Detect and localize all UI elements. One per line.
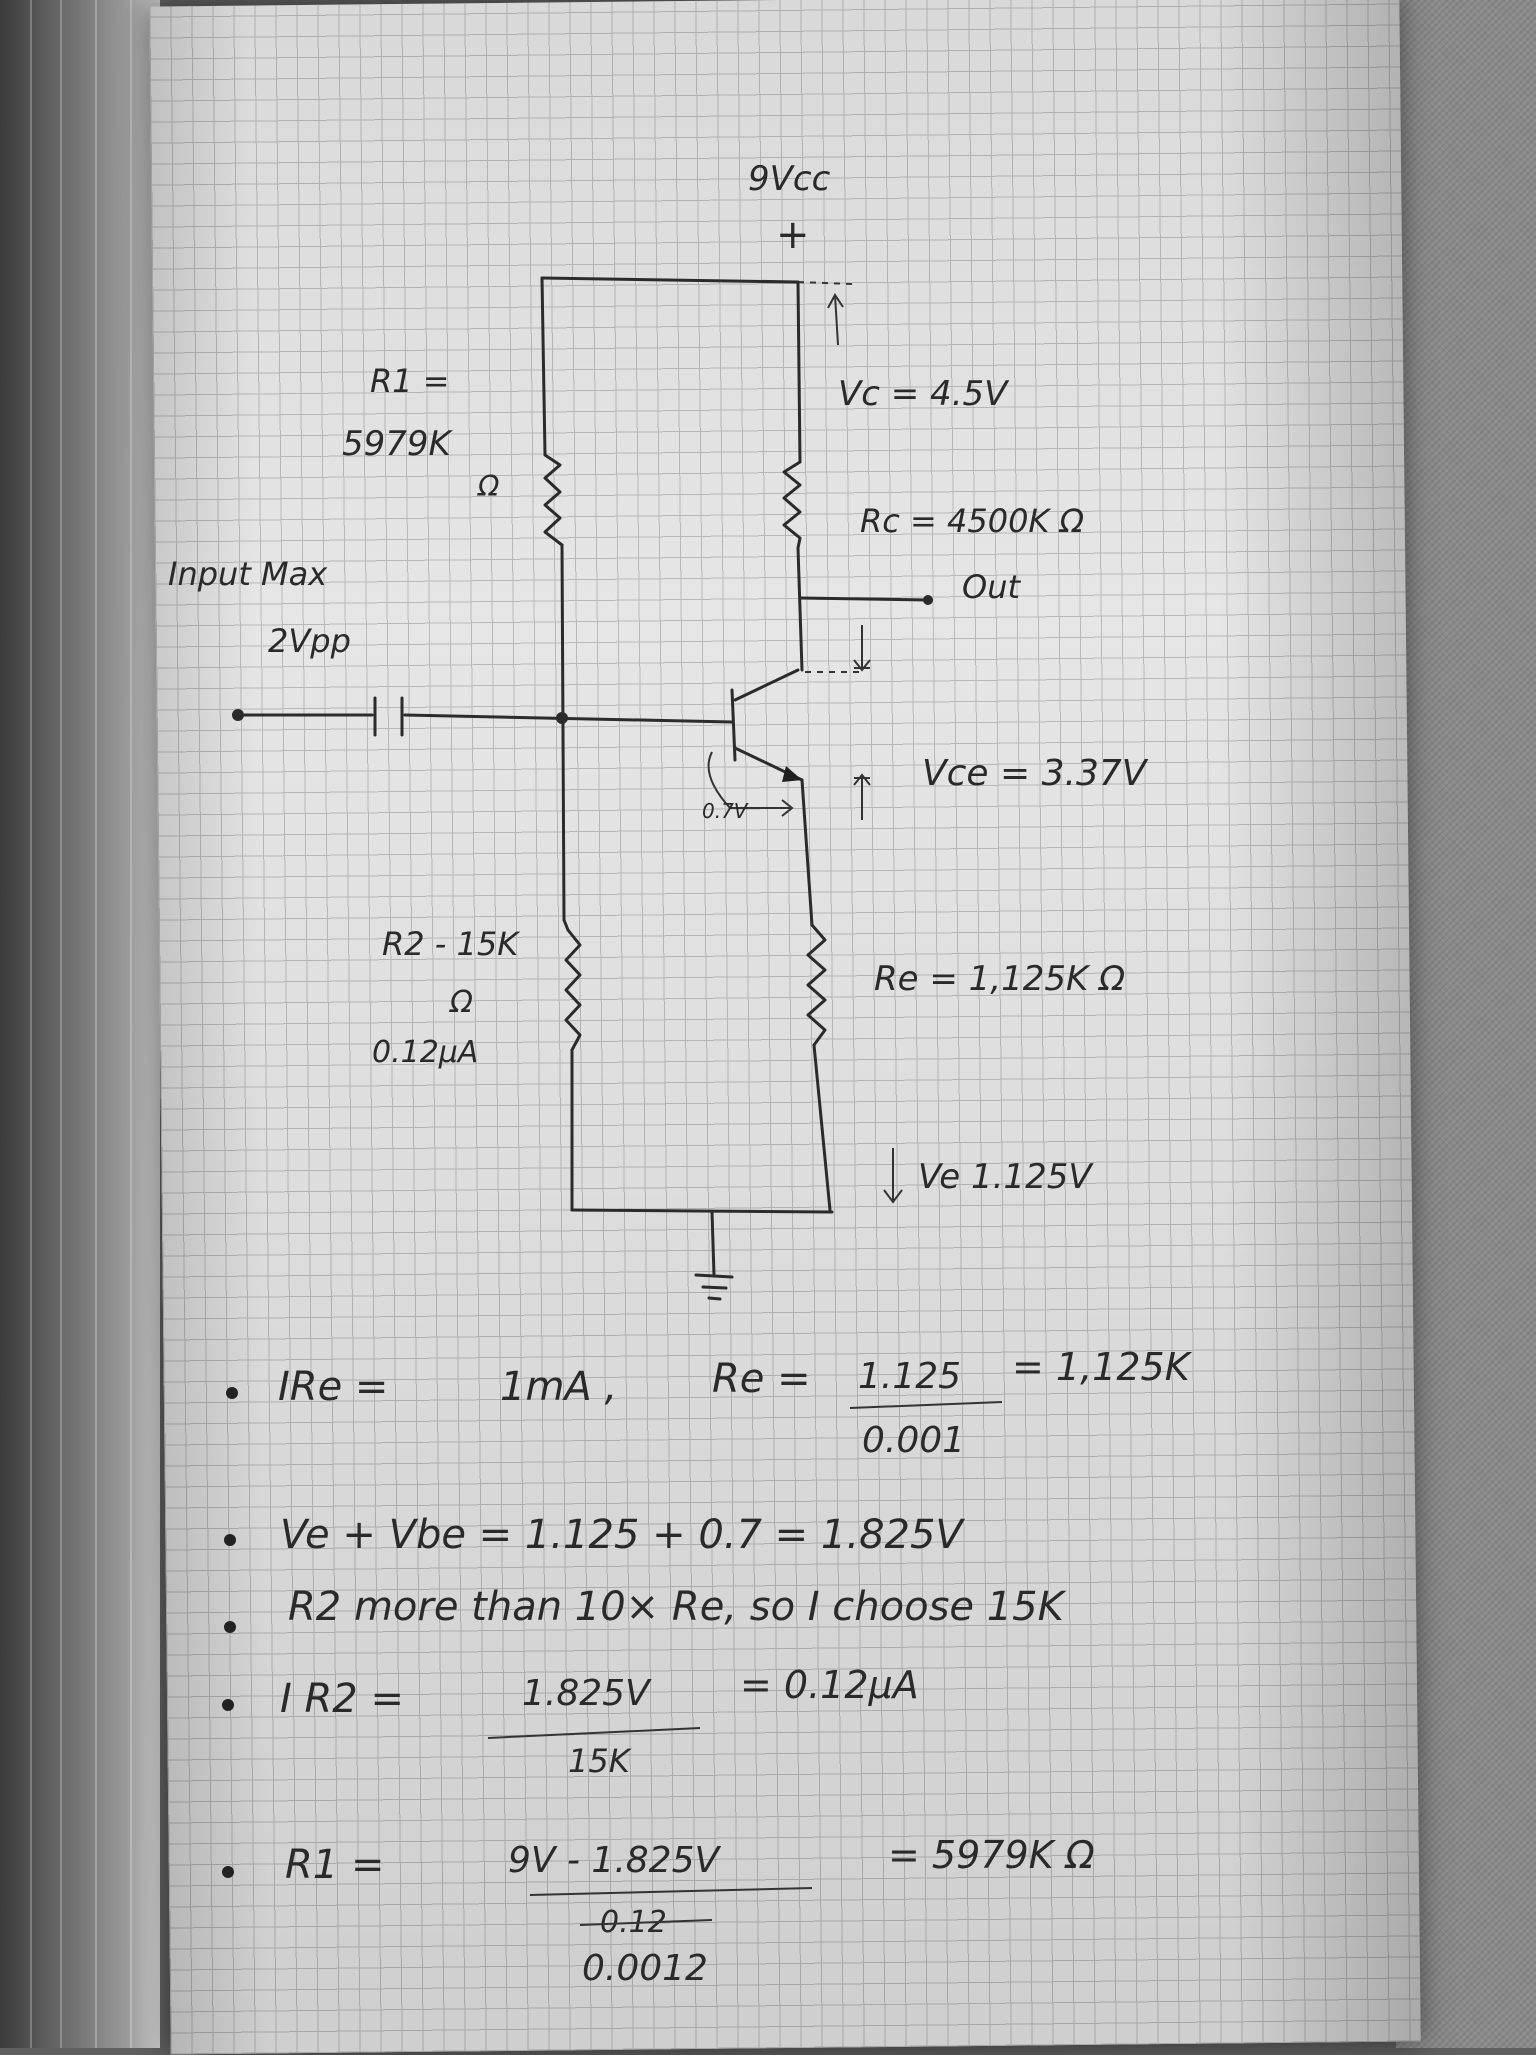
bottom-rail (570, 1208, 834, 1214)
ground-symbol (694, 1273, 734, 1301)
bullet (224, 1621, 236, 1633)
capacitor (373, 696, 404, 737)
supply-plus: + (776, 212, 810, 258)
r2-unit: Ω (448, 985, 473, 1020)
ground-stem (710, 1210, 716, 1277)
r1-unit: Ω (477, 470, 500, 503)
note1-fraction-bar (849, 1401, 1003, 1409)
vbe-label: 0.7V (702, 799, 749, 823)
ve-arrow (883, 1148, 903, 1204)
r1-resistor (543, 453, 564, 547)
emitter-wire (800, 778, 814, 927)
vc-arrow (827, 293, 844, 346)
r2-resistor (564, 928, 582, 1052)
note1-denominator: 0.001 (862, 1420, 965, 1461)
rc-resistor (782, 460, 802, 550)
vce-label: Vce = 3.37V (922, 753, 1149, 794)
input-amplitude: 2Vpp (268, 622, 351, 660)
r1-top-wire (540, 276, 547, 457)
calculation-notes: IRe = 1mA , Re = 1.125 0.001 = 1,125K Ve… (222, 1345, 1193, 1989)
input-terminal (232, 709, 244, 721)
bullet (222, 1699, 234, 1711)
note4-result: = 0.12μA (740, 1663, 919, 1707)
note5-result: = 5979K Ω (888, 1833, 1095, 1877)
wires (236, 276, 930, 1277)
r1-bottom-wire (560, 543, 566, 922)
note3: R2 more than 10× Re, so I choose 15K (288, 1584, 1067, 1630)
top-rail-dashed (797, 281, 853, 285)
fabric-background (1396, 0, 1536, 2048)
vce-markers (805, 625, 871, 820)
top-rail (540, 276, 800, 284)
ve-label: Ve 1.125V (918, 1157, 1094, 1197)
re-resistor (806, 923, 827, 1047)
base-node (556, 712, 568, 724)
bullet (226, 1387, 238, 1399)
rc-bottom-wire (796, 546, 804, 672)
note1-numerator: 1.125 (858, 1356, 961, 1397)
note1-lhs: IRe = (278, 1364, 388, 1410)
r2-current: 0.12μA (372, 1035, 478, 1070)
note5-fraction-bar (529, 1887, 813, 1896)
r2-top-wire (562, 918, 570, 932)
note4-numerator: 1.825V (522, 1673, 652, 1714)
base-wire (403, 713, 734, 724)
rc-label: Rc = 4500K Ω (860, 502, 1085, 540)
re-label: Re = 1,125K Ω (874, 959, 1125, 999)
notebook-spine (0, 0, 160, 2048)
npn-transistor (730, 668, 804, 782)
vbe-arrow (707, 751, 794, 817)
note1-result: = 1,125K (1012, 1345, 1193, 1389)
note5-numerator: 9V - 1.825V (508, 1840, 721, 1881)
r1-label: R1 = (370, 362, 450, 400)
note4-fraction-bar (487, 1727, 701, 1739)
note4-denominator: 15K (568, 1742, 633, 1780)
out-terminal (923, 595, 933, 605)
vc-label: Vc = 4.5V (838, 374, 1010, 414)
note5-denominator: 0.0012 (582, 1948, 708, 1989)
bullet (222, 1866, 234, 1878)
r2-label: R2 - 15K (382, 925, 521, 963)
out-wire (798, 596, 930, 602)
re-bottom-wire (812, 1043, 832, 1212)
note1-re: Re = (712, 1356, 811, 1402)
input-label: Input Max (168, 555, 328, 593)
bullet (224, 1534, 236, 1546)
supply-label: 9Vcc (748, 159, 831, 199)
note5-strikethrough (579, 1919, 713, 1926)
rc-top-wire (796, 280, 802, 464)
out-label: Out (962, 568, 1021, 606)
note4-lhs: I R2 = (280, 1676, 404, 1722)
note1-current: 1mA , (500, 1364, 617, 1410)
r1-value: 5979K (342, 424, 454, 464)
note2: Ve + Vbe = 1.125 + 0.7 = 1.825V (280, 1512, 965, 1558)
note5-lhs: R1 = (285, 1842, 384, 1888)
